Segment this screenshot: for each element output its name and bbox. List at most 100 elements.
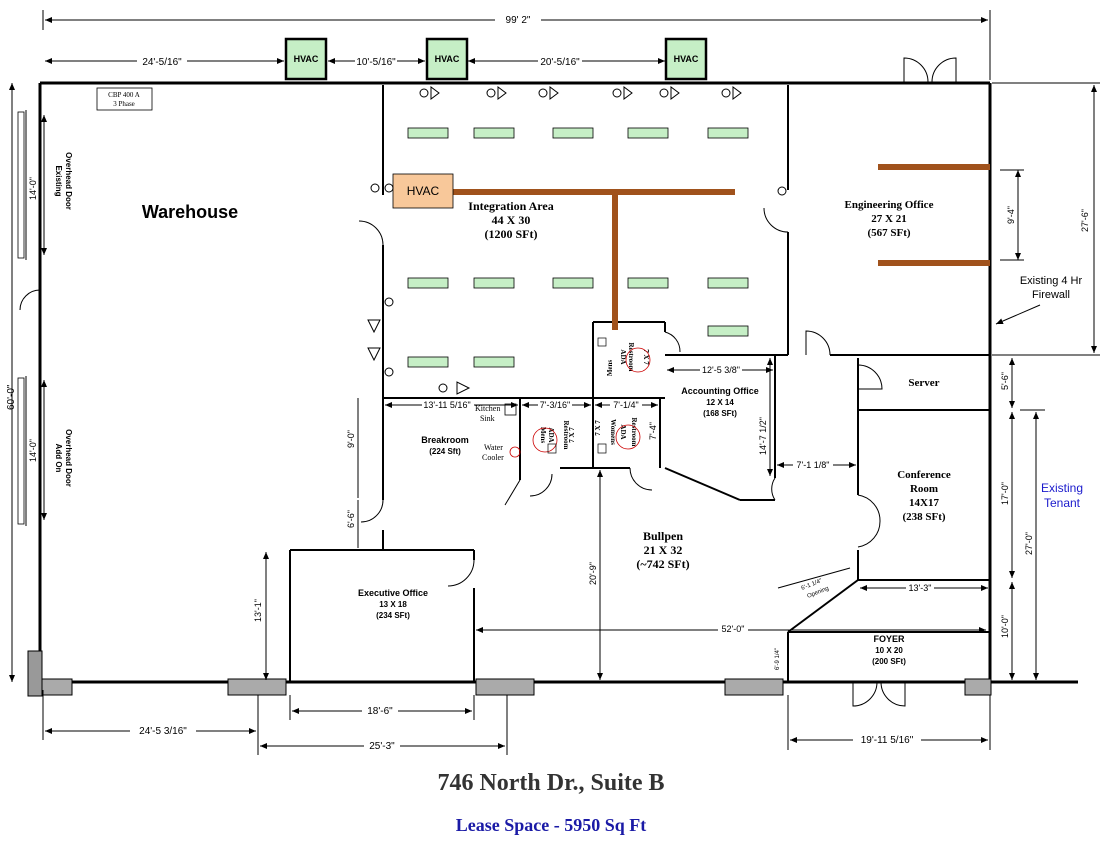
svg-text:Overhead Door: Overhead Door: [64, 152, 73, 210]
hvac-spacing-dims: 24'-5/16" 10'-5/16" 20'-5/16": [45, 55, 665, 68]
svg-text:FOYER: FOYER: [873, 634, 905, 644]
svg-text:10 X 20: 10 X 20: [875, 646, 903, 655]
svg-text:Restroom: Restroom: [630, 417, 638, 446]
svg-text:99' 2": 99' 2": [506, 15, 531, 26]
server-label: Server: [908, 377, 939, 389]
svg-text:17'-0": 17'-0": [1000, 482, 1010, 505]
svg-text:44 X 30: 44 X 30: [492, 213, 531, 227]
lease-subtitle: Lease Space - 5950 Sq Ft: [455, 815, 647, 835]
conference-room-label: Conference Room 14X17 (238 SFt): [897, 469, 951, 523]
svg-text:7 X 7: 7 X 7: [594, 420, 602, 436]
electrical-symbols: [367, 86, 787, 395]
ductwork: [453, 164, 990, 330]
svg-text:Integration Area: Integration Area: [468, 199, 553, 213]
svg-text:13'-3": 13'-3": [909, 583, 932, 593]
svg-text:24'-5/16": 24'-5/16": [142, 57, 182, 68]
svg-text:ADA: ADA: [619, 424, 627, 439]
svg-text:Tenant: Tenant: [1044, 496, 1081, 510]
executive-dims: 13'-1": [253, 552, 269, 680]
integration-area-label: Integration Area 44 X 30 (1200 SFt): [468, 199, 553, 241]
right-side-dims: 5'-6" 17'-0" 10'-0" 27'-0": [1000, 358, 1045, 680]
interior-hvac: HVAC: [392, 173, 454, 209]
warehouse-label: Warehouse: [142, 202, 238, 222]
svg-text:7 X 7: 7 X 7: [568, 427, 576, 443]
svg-text:13'-11 5/16": 13'-11 5/16": [423, 400, 470, 410]
restroom-dims: 13'-11 5/16" 7'-3/16" 7'-1/4" 7'-4": [385, 399, 658, 440]
svg-text:21 X 32: 21 X 32: [644, 543, 683, 557]
svg-text:7'-3/16": 7'-3/16": [540, 400, 570, 410]
svg-text:52'-0": 52'-0": [722, 624, 745, 634]
svg-text:Accounting Office: Accounting Office: [681, 386, 759, 396]
svg-text:19'-11 5/16": 19'-11 5/16": [861, 735, 914, 746]
svg-text:Womens: Womens: [609, 419, 617, 445]
svg-text:Restroom: Restroom: [562, 420, 570, 449]
svg-text:CBP 400 A: CBP 400 A: [108, 91, 140, 99]
svg-text:13'-1": 13'-1": [253, 599, 263, 622]
svg-text:13 X 18: 13 X 18: [379, 600, 407, 609]
bullpen-label: Bullpen 21 X 32 (~742 SFt): [636, 529, 689, 571]
svg-text:Engineering Office: Engineering Office: [845, 199, 934, 211]
svg-text:7'-4": 7'-4": [648, 422, 658, 440]
svg-text:6'-9 1/4": 6'-9 1/4": [775, 648, 781, 670]
svg-text:12'-5 3/8": 12'-5 3/8": [702, 365, 740, 375]
exterior-walls: [17, 57, 1078, 707]
svg-text:ADA: ADA: [619, 349, 627, 364]
svg-text:Kitchen: Kitchen: [475, 404, 500, 413]
svg-text:6'-6": 6'-6": [346, 510, 356, 528]
rooftop-hvac-units: HVAC HVAC HVAC: [284, 37, 708, 81]
existing-overhead-door-label: Existing Overhead Door: [54, 152, 73, 210]
svg-text:27 X 21: 27 X 21: [871, 213, 906, 225]
svg-text:Mens: Mens: [539, 427, 547, 444]
svg-text:14'-0": 14'-0": [28, 439, 38, 462]
svg-text:(~742 SFt): (~742 SFt): [636, 557, 689, 571]
svg-text:60'-0": 60'-0": [6, 384, 17, 410]
addon-overhead-door-label: Add On Overhead Door: [54, 429, 73, 487]
light-fixtures: [407, 127, 749, 368]
svg-text:14'-7 1/2": 14'-7 1/2": [758, 417, 768, 455]
svg-text:Breakroom: Breakroom: [421, 435, 469, 445]
svg-text:Existing 4 Hr: Existing 4 Hr: [1020, 275, 1083, 287]
svg-text:Bullpen: Bullpen: [643, 529, 683, 543]
accounting-office-label: Accounting Office 12 X 14 (168 SFt): [681, 386, 759, 418]
svg-text:Server: Server: [908, 377, 939, 389]
kitchen-sink-label: Kitchen Sink: [475, 403, 517, 423]
svg-text:27'-6": 27'-6": [1080, 209, 1090, 232]
svg-text:Sink: Sink: [480, 414, 495, 423]
svg-text:(168 SFt): (168 SFt): [703, 409, 737, 418]
mens-restroom-top-label: Mens ADA Restroom 7 X 7: [597, 337, 651, 376]
accounting-dims: 12'-5 3/8" 14'-7 1/2" 7'-1 1/8": [667, 358, 856, 476]
svg-text:18'-6": 18'-6": [367, 706, 393, 717]
svg-text:HVAC: HVAC: [674, 54, 699, 64]
svg-text:12 X 14: 12 X 14: [706, 398, 734, 407]
svg-text:27'-0": 27'-0": [1024, 532, 1034, 555]
svg-text:10'-5/16": 10'-5/16": [356, 57, 396, 68]
svg-text:7'-1/4": 7'-1/4": [613, 400, 638, 410]
svg-text:20'-5/16": 20'-5/16": [540, 57, 580, 68]
bottom-dims: 24'-5 3/16" 18'-6" 25'-3" 19'-11 5/16": [42, 690, 991, 755]
mens-restroom-label: Mens ADA Restroom 7 X 7: [532, 420, 576, 454]
existing-tenant-label: Existing Tenant: [1041, 481, 1083, 510]
svg-text:Add On: Add On: [54, 444, 63, 473]
svg-text:Conference: Conference: [897, 469, 951, 481]
svg-text:20'-9": 20'-9": [588, 562, 598, 585]
door-swings: [358, 207, 883, 587]
womens-restroom-label: Womens ADA Restroom 7 X 7: [594, 417, 641, 454]
svg-text:Overhead Door: Overhead Door: [64, 429, 73, 487]
svg-text:Firewall: Firewall: [1032, 289, 1070, 301]
svg-text:Existing: Existing: [54, 165, 63, 196]
address-title: 746 North Dr., Suite B: [437, 770, 665, 796]
svg-text:ADA: ADA: [547, 427, 555, 442]
svg-text:Room: Room: [910, 483, 938, 495]
svg-text:25'-3": 25'-3": [369, 741, 395, 752]
svg-text:10'-0": 10'-0": [1000, 615, 1010, 638]
svg-text:Restroom: Restroom: [627, 342, 635, 371]
svg-text:7'-1 1/8": 7'-1 1/8": [797, 460, 830, 470]
svg-text:7 X 7: 7 X 7: [642, 349, 650, 365]
svg-text:Cooler: Cooler: [482, 453, 504, 462]
svg-text:5'-6": 5'-6": [1000, 372, 1010, 390]
engineering-office-label: Engineering Office 27 X 21 (567 SFt): [845, 199, 934, 239]
svg-text:9'-4": 9'-4": [1006, 206, 1016, 224]
svg-text:9'-0": 9'-0": [346, 430, 356, 448]
breakroom-label: Breakroom (224 Sft): [421, 435, 469, 456]
